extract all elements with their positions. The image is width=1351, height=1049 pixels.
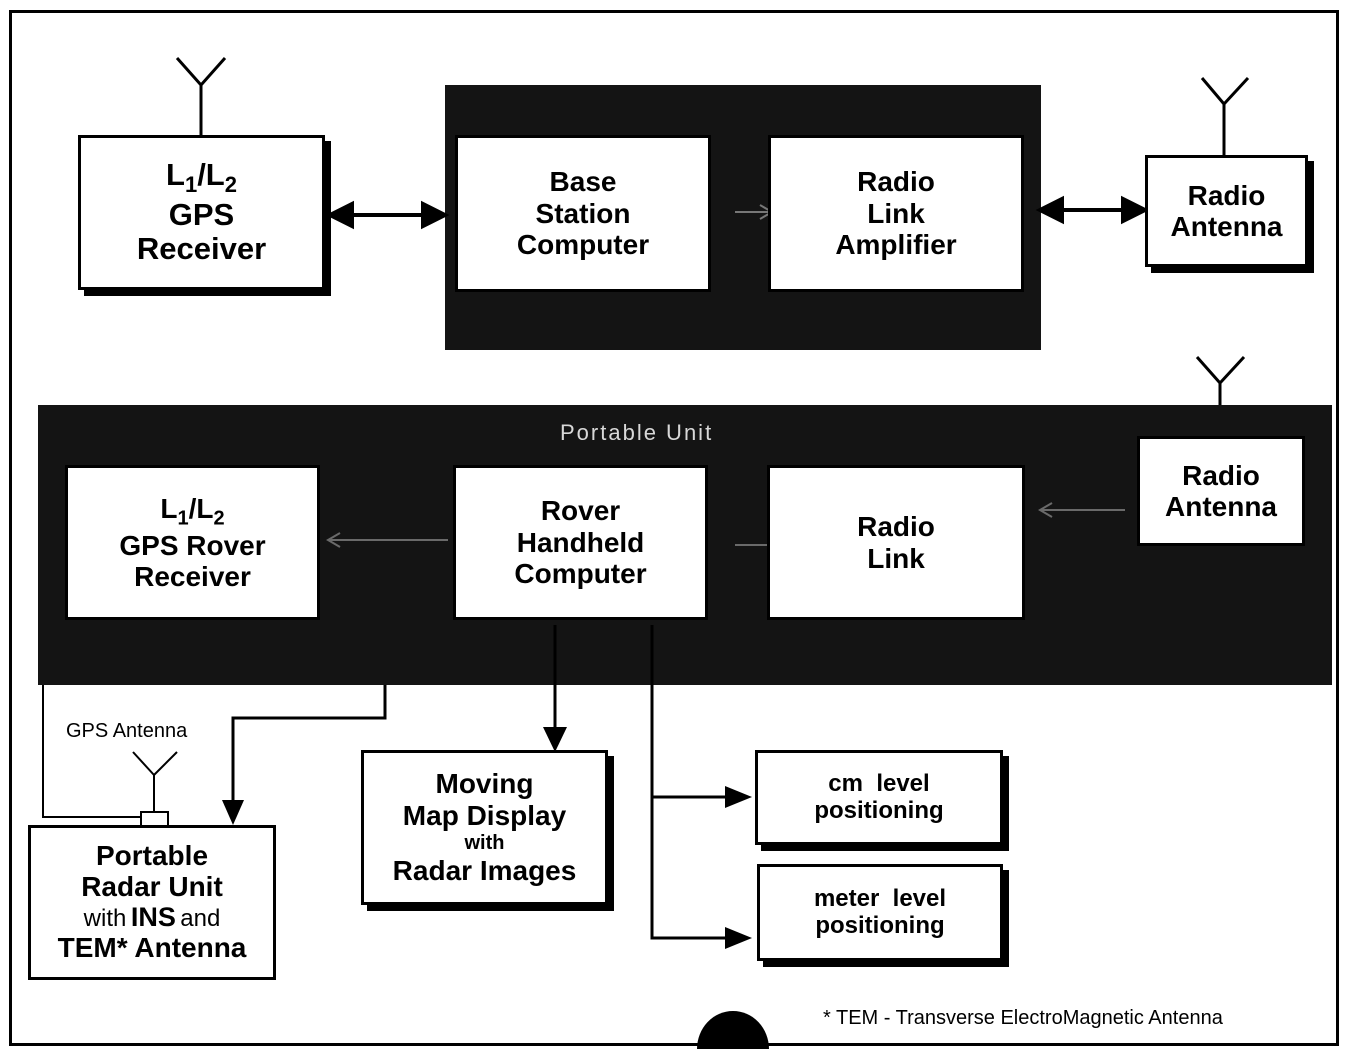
meter-line2: positioning: [815, 911, 945, 939]
portable-unit-label: Portable Unit: [560, 420, 714, 445]
gps-rover-line2: GPS Rover: [119, 529, 266, 561]
rover-radio-antenna-box: Radio Antenna: [1137, 436, 1305, 546]
diagram-frame: [9, 10, 1339, 1046]
amp-line3: Amplifier: [835, 229, 957, 261]
gps-receiver-line2: GPS: [168, 196, 235, 232]
base-antenna-line1: Radio: [1187, 179, 1266, 211]
portable-radar-unit-box: Portable Radar Unit with INS and TEM* An…: [28, 825, 276, 980]
handheld-line2: Handheld: [516, 526, 645, 558]
base-radio-antenna-icon: [1200, 76, 1250, 155]
radar-line1: Portable: [95, 840, 209, 872]
gps-rover-receiver-box: L1/L2 GPS Rover Receiver: [65, 465, 320, 620]
gps-receiver-line3: Receiver: [136, 231, 267, 267]
gps-receiver-title: L1/L2: [166, 156, 237, 198]
radio-link-line1: Radio: [857, 511, 935, 543]
rover-handheld-computer-box: Rover Handheld Computer: [453, 465, 708, 620]
bottom-blob: [697, 1011, 769, 1049]
gps-antenna-icon: [132, 751, 178, 827]
amp-line2: Link: [867, 197, 925, 229]
base-antenna-line2: Antenna: [1170, 211, 1283, 242]
amp-antenna-double-arrow: [1035, 195, 1150, 225]
map-line1: Moving: [435, 767, 534, 799]
gps-antenna-line: [42, 685, 141, 818]
radar-line3: with INS and: [83, 902, 221, 933]
cm-line2: positioning: [814, 796, 944, 824]
gps-receiver-antenna-icon: [175, 57, 227, 137]
map-line2: Map Display: [402, 799, 567, 831]
moving-map-display-box: Moving Map Display with Radar Images: [361, 750, 608, 905]
radar-line2: Radar Unit: [81, 871, 223, 903]
positioning-feed-line: [650, 625, 730, 940]
base-computer-line3: Computer: [516, 229, 650, 261]
map-line4: Radar Images: [392, 855, 577, 887]
handheld-line1: Rover: [540, 495, 621, 527]
base-radio-antenna-box: Radio Antenna: [1145, 155, 1308, 267]
amp-line1: Radio: [857, 166, 935, 198]
rover-radio-link-box: Radio Link: [767, 465, 1025, 620]
gps-rover-line3: Receiver: [134, 560, 251, 592]
handheld-line3: Computer: [514, 558, 647, 590]
rover-antenna-line1: Radio: [1182, 459, 1260, 491]
base-station-computer-box: Base Station Computer: [455, 135, 711, 292]
radio-link-line2: Link: [867, 542, 925, 574]
gps-rover-title: L1/L2: [160, 492, 225, 530]
map-line3: with: [464, 832, 505, 855]
rover-internal-arrows: [326, 502, 1125, 548]
radar-feed-line: [231, 685, 387, 808]
gps-receiver-box: L1/L2 GPS Receiver: [78, 135, 325, 290]
base-internal-arrow: [735, 204, 774, 220]
meter-level-positioning-box: meter level positioning: [757, 864, 1003, 961]
radar-line4: TEM* Antenna: [57, 931, 247, 963]
base-computer-line1: Base: [549, 166, 617, 198]
radio-link-amplifier-box: Radio Link Amplifier: [768, 135, 1024, 292]
footnote: * TEM - Transverse ElectroMagnetic Anten…: [823, 1007, 1223, 1029]
gps-base-double-arrow: [325, 200, 450, 230]
gps-antenna-label: GPS Antenna: [66, 720, 188, 742]
cm-line1: cm level: [828, 769, 930, 797]
rover-antenna-line2: Antenna: [1165, 491, 1277, 522]
cm-level-positioning-box: cm level positioning: [755, 750, 1003, 845]
rover-radio-antenna-icon: [1195, 355, 1246, 405]
base-computer-line2: Station: [535, 197, 631, 229]
meter-line1: meter level: [813, 884, 947, 912]
